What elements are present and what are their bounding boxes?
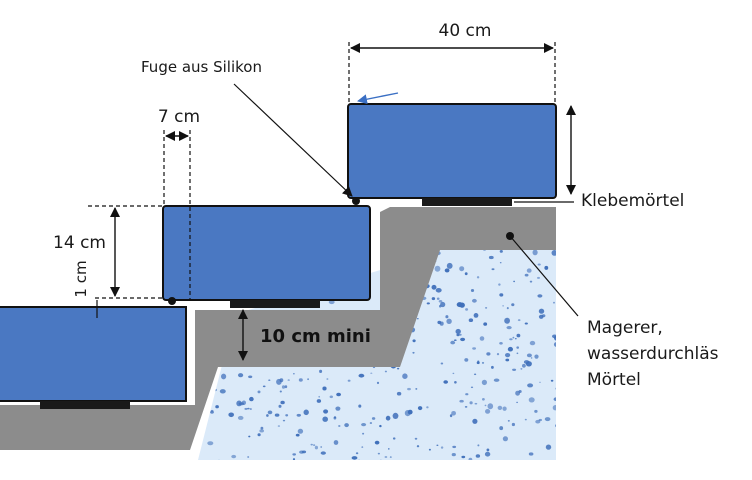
adhesive-pad-lower bbox=[40, 401, 130, 409]
lean-mortar-leader-line bbox=[509, 235, 579, 317]
mortar-bed bbox=[0, 207, 556, 450]
step-block-upper bbox=[347, 103, 557, 199]
silicone-joint-dot-upper bbox=[352, 197, 360, 205]
step-block-lower bbox=[0, 306, 187, 402]
adhesive-pad-middle bbox=[230, 300, 320, 308]
adhesive-label: Klebemörtel bbox=[581, 191, 684, 211]
lean-mortar-label-line3: Mörtel bbox=[587, 370, 641, 390]
adhesive-pad-upper bbox=[422, 198, 512, 206]
lean-mortar-label-line1: Magerer, bbox=[587, 318, 663, 338]
step-block-middle bbox=[162, 205, 371, 301]
joint-leader-line bbox=[233, 83, 353, 197]
blue-indicator-arrow bbox=[357, 92, 399, 105]
min-thickness-label: 10 cm mini bbox=[260, 326, 371, 347]
joint-label: Fuge aus Silikon bbox=[141, 58, 262, 76]
width-top-label: 40 cm bbox=[439, 21, 492, 41]
lean-mortar-label-line2: wasserdurchläs bbox=[587, 344, 719, 364]
height-label: 14 cm bbox=[53, 233, 106, 253]
silicone-joint-dot-middle bbox=[168, 297, 176, 305]
gap-label: 1 cm bbox=[72, 260, 90, 297]
overhang-label: 7 cm bbox=[158, 107, 200, 127]
